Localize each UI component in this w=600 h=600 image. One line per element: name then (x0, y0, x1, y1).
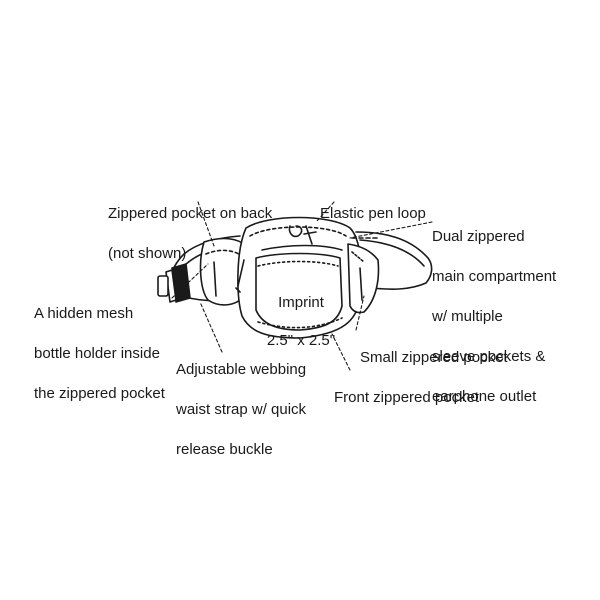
label-line: Elastic pen loop (320, 205, 426, 222)
leader-adjustable (199, 301, 223, 353)
leader-pen-loop (315, 201, 335, 223)
label-small-zippered: Small zippered pocket (360, 328, 508, 388)
leader-lines (171, 201, 433, 371)
leader-hidden-mesh (171, 263, 209, 299)
label-line: sleeve pockets & (432, 348, 546, 365)
label-elastic-pen-loop: Elastic pen loop (320, 184, 426, 244)
leader-dual-zippered (349, 221, 433, 239)
label-line: Zippered pocket on back (108, 205, 273, 222)
label-line: bottle holder inside (34, 345, 160, 362)
label-line: Small zippered pocket (360, 349, 508, 366)
leader-small-pocket (355, 295, 365, 331)
right-side-pocket (347, 237, 381, 314)
imprint-label: Imprint (278, 294, 324, 311)
label-front-zippered: Front zippered pocket (334, 368, 479, 428)
zipper-pulls (288, 225, 317, 245)
label-dual-zippered: Dual zippered main compartment w/ multip… (432, 207, 556, 427)
label-zippered-back: Zippered pocket on back (not shown) (108, 184, 272, 284)
label-line: A hidden mesh (34, 305, 134, 322)
front-pocket (255, 252, 343, 331)
label-line: earphone outlet (432, 388, 537, 405)
label-line: waist strap w/ quick (176, 401, 307, 418)
leader-front-pocket (331, 333, 351, 371)
label-line: (not shown) (108, 245, 187, 262)
label-line: w/ multiple (432, 308, 503, 325)
leader-back-pocket (197, 201, 215, 247)
label-line: Front zippered pocket (334, 389, 480, 406)
label-line: Adjustable webbing (176, 361, 307, 378)
buckle (157, 263, 191, 303)
label-adjustable-strap: Adjustable webbing waist strap w/ quick … (176, 340, 306, 480)
label-line: release buckle (176, 441, 273, 458)
imprint-size: 2.5" x 2.5" (266, 332, 336, 349)
label-line: the zippered pocket (34, 385, 165, 402)
label-hidden-mesh: A hidden mesh bottle holder inside the z… (34, 284, 165, 424)
label-line: Dual zippered (432, 228, 525, 245)
left-side-pocket (199, 237, 247, 306)
imprint-area: Imprint 2.5" x 2.5" (256, 274, 346, 369)
label-line: main compartment (432, 268, 557, 285)
left-zipper-pull (235, 259, 245, 293)
